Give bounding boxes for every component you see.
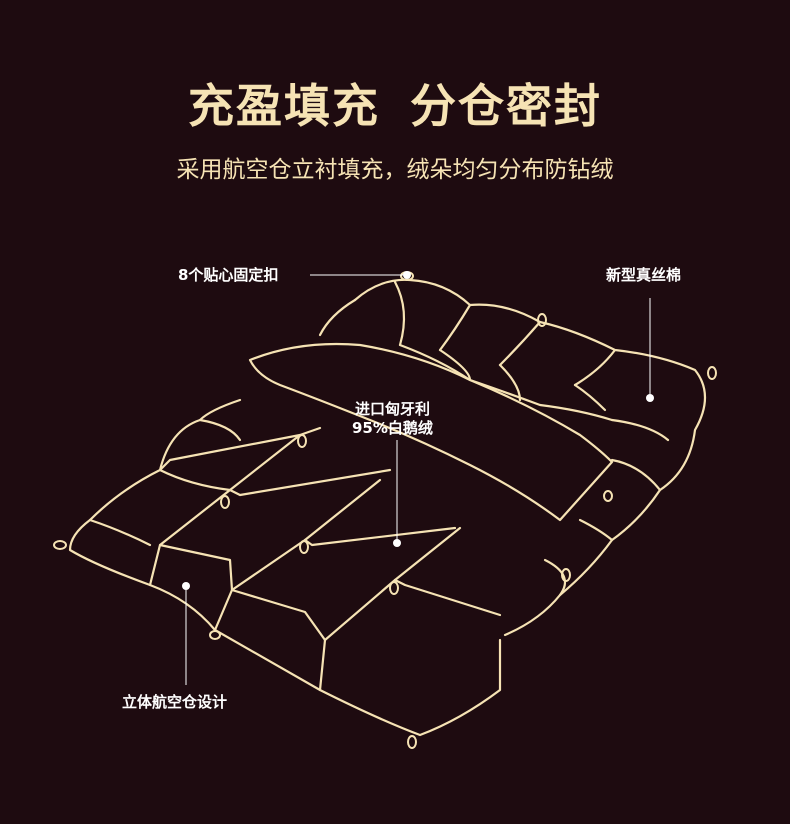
callout-box-design: 立体航空仓设计	[122, 693, 228, 711]
callout-goose-down: 进口匈牙利 95%白鹅绒	[352, 400, 433, 438]
page-subtitle: 采用航空仓立衬填充，绒朵均匀分布防钻绒	[176, 157, 614, 183]
back-panel-outline	[353, 278, 706, 637]
callout-silk-cotton: 新型真丝棉	[606, 266, 682, 284]
callout-dot-down	[393, 539, 401, 547]
page-title: 充盈填充 分仓密封	[187, 79, 602, 133]
top-flap	[248, 342, 614, 522]
front-panel-outline	[68, 398, 502, 737]
back-panel-top	[318, 298, 357, 337]
callout-goose-down-line1: 进口匈牙利	[354, 400, 430, 418]
callout-dot-buttons	[403, 271, 411, 279]
callout-fixing-buttons: 8个贴心固定扣	[178, 266, 279, 284]
callout-dot-silk	[646, 394, 654, 402]
callout-dot-design	[182, 582, 190, 590]
callout-goose-down-line2: 95%白鹅绒	[352, 419, 433, 437]
